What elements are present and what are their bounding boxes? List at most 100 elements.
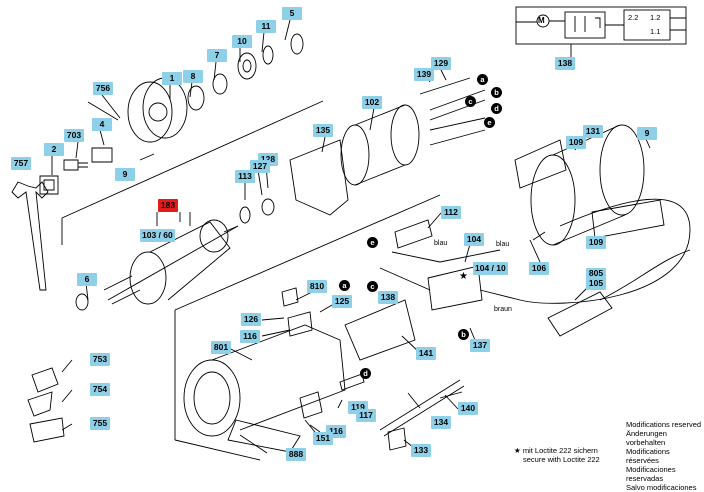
wire-letter-b-bottom: b	[458, 329, 469, 340]
callout-133: 133	[411, 444, 431, 457]
callout-127: 127	[250, 160, 270, 173]
modifications-line: Modifications réservées	[626, 447, 670, 465]
wiring-schematic	[515, 6, 687, 45]
wire-label-blau-right: blau	[496, 241, 510, 248]
exploded-parts-diagram: M 2.2 1.2 1.1 5 11 10 7 8 1 756 4 703 2 …	[11, 6, 701, 492]
label-109-b	[591, 199, 665, 239]
loctite-note-star-icon: ★	[514, 446, 523, 455]
wire-letter-a-bottom: a	[339, 280, 350, 291]
button-133	[387, 427, 407, 451]
label-109-a	[514, 139, 567, 189]
loctite-note-line2: secure with Loctite 222	[523, 455, 600, 464]
wire-letter-d-bottom: d	[360, 368, 371, 379]
wrench-757	[11, 181, 49, 291]
callout-105: 105	[588, 278, 604, 288]
frame-line-upper	[61, 100, 324, 219]
callout-5: 5	[282, 7, 302, 20]
plug-805	[547, 291, 613, 337]
motor-housing-131	[530, 124, 645, 246]
cord-106	[519, 198, 691, 304]
callout-138-bottom: 138	[378, 291, 398, 304]
capacitor-112	[394, 219, 433, 249]
callout-125: 125	[332, 295, 352, 308]
loctite-note: ★ mit Loctite 222 sichern secure with Lo…	[514, 446, 600, 464]
callout-131: 131	[583, 125, 603, 138]
callout-141: 141	[416, 347, 436, 360]
wire-letter-d-top: d	[491, 103, 502, 114]
callout-888: 888	[286, 448, 306, 461]
switch-104	[427, 265, 483, 311]
bit-755	[29, 417, 65, 443]
callout-104-10: 104 / 10	[473, 262, 508, 275]
callout-129: 129	[431, 57, 451, 70]
callout-10: 10	[232, 35, 252, 48]
cover-141	[344, 299, 416, 361]
bit-753	[31, 367, 59, 393]
callout-9-right: 9	[637, 127, 657, 140]
callout-134: 134	[431, 416, 451, 429]
callout-109-top: 109	[566, 136, 586, 149]
callout-805: 805	[588, 268, 604, 278]
modifications-note: Modifications reserved Änderungen vorbeh…	[626, 420, 704, 492]
callout-9-left: 9	[115, 168, 135, 181]
brush-810	[281, 287, 299, 307]
wire-letter-e-mid: e	[367, 237, 378, 248]
diagram-drawing	[11, 6, 691, 461]
spindle-4	[91, 147, 113, 163]
callout-8: 8	[183, 70, 203, 83]
callout-805-105: 805 105	[586, 268, 606, 290]
loctite-note-line1: ★ mit Loctite 222 sichern	[514, 446, 598, 455]
callout-757: 757	[11, 157, 31, 170]
callout-139: 139	[414, 68, 434, 81]
flange-1	[127, 77, 188, 143]
callout-6: 6	[77, 273, 97, 286]
callout-756: 756	[93, 82, 113, 95]
schematic-motor-label: M	[538, 16, 545, 25]
callout-11: 11	[256, 20, 276, 33]
callout-126: 126	[241, 313, 261, 326]
callout-138-top: 138	[555, 57, 575, 70]
callout-135: 135	[313, 124, 333, 137]
callout-755: 755	[90, 417, 110, 430]
callout-754: 754	[90, 383, 110, 396]
callout-140: 140	[458, 402, 478, 415]
callout-106: 106	[529, 262, 549, 275]
housing-801	[183, 324, 346, 437]
holder-116	[299, 391, 323, 419]
callout-112: 112	[441, 206, 461, 219]
callout-137: 137	[470, 339, 490, 352]
callout-4: 4	[92, 118, 112, 131]
cable-129	[419, 77, 471, 95]
pin-756	[87, 101, 119, 121]
callout-103-60: 103 / 60	[140, 229, 175, 242]
modifications-line: Modifications reserved	[626, 420, 702, 429]
callout-104: 104	[464, 233, 484, 246]
callout-2: 2	[44, 143, 64, 156]
nut-2	[39, 175, 59, 195]
wire-letter-c-top: c	[465, 96, 476, 107]
baffle-135	[289, 139, 349, 216]
callout-753: 753	[90, 353, 110, 366]
bearing-8	[187, 85, 205, 111]
wire-letter-a-top: a	[477, 74, 488, 85]
field-102	[340, 104, 420, 186]
spring-117	[339, 373, 365, 391]
schematic-switch-1-1: 1.1	[650, 27, 661, 36]
schematic-switch-1-2: 1.2	[650, 13, 661, 22]
schematic-switch-2-2: 2.2	[628, 13, 639, 22]
callout-109-bottom: 109	[586, 236, 606, 249]
bit-754	[27, 391, 53, 417]
callout-113: 113	[235, 170, 255, 183]
callout-117: 117	[356, 409, 376, 422]
screw-9	[139, 153, 155, 161]
ring-11	[262, 45, 274, 65]
washer-6	[75, 293, 89, 311]
modifications-line: Modificaciones reservadas	[626, 465, 676, 483]
bearing-113	[239, 206, 251, 224]
callout-810: 810	[307, 280, 327, 293]
callout-703: 703	[64, 129, 84, 142]
slider-134	[379, 379, 465, 437]
loctite-star-icon: ★	[459, 271, 468, 282]
callout-183: 183	[158, 199, 178, 212]
callout-801: 801	[211, 341, 231, 354]
